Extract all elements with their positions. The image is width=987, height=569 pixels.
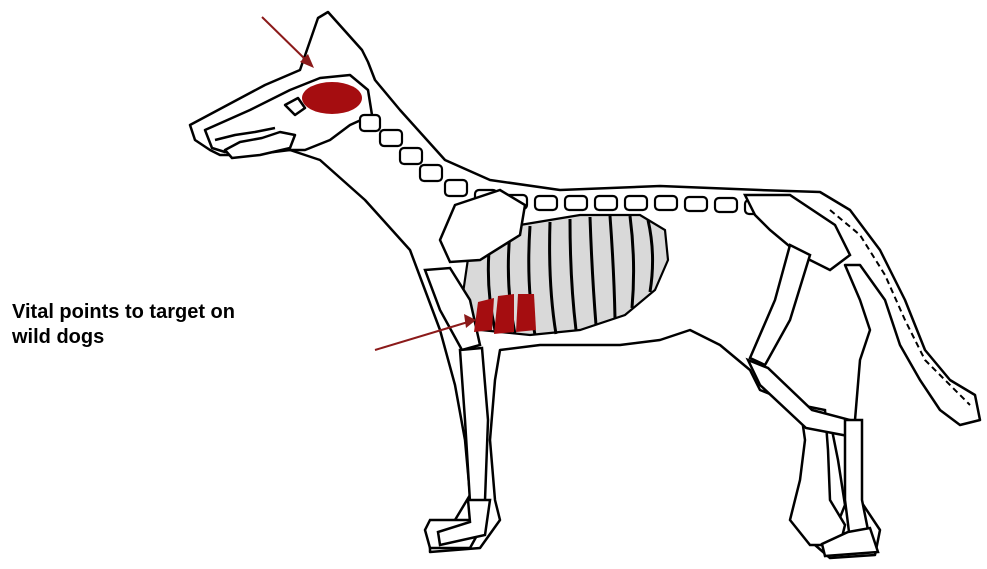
caption-line-1: Vital points to target on: [12, 300, 332, 325]
brain-vital-zone: [302, 82, 362, 114]
diagram-caption: Vital points to target on wild dogs: [12, 300, 332, 350]
arrow-to-brain-icon: [262, 17, 314, 68]
caption-line-2: wild dogs: [12, 325, 332, 350]
